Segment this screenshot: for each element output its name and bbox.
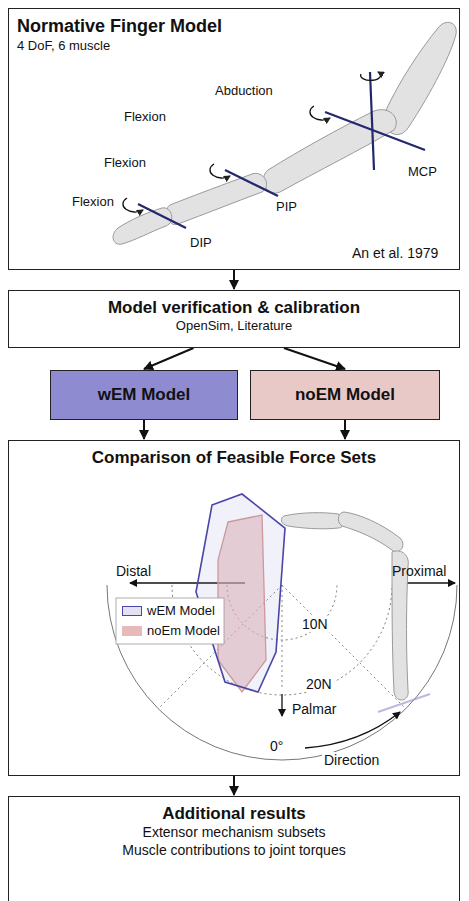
box-body: Extensor mechanism subsets: [17, 824, 451, 842]
flow-arrow: [344, 420, 346, 439]
plot-label: Distal: [116, 563, 151, 579]
box-body: Muscle contributions to joint torques: [17, 842, 451, 860]
process-box: Model verification & calibrationOpenSim,…: [8, 290, 460, 348]
plot-finger: [281, 512, 408, 700]
part-label: Abduction: [215, 84, 273, 99]
legend-text: wEM Model: [147, 603, 215, 618]
box-heading: Additional results: [17, 803, 451, 824]
box-heading: Model verification & calibration: [17, 297, 451, 318]
plot-label: Direction: [322, 752, 381, 768]
flow-arrow: [144, 348, 194, 369]
process-box: Additional resultsExtensor mechanism sub…: [8, 796, 460, 901]
plot-label: 10N: [300, 616, 330, 632]
flow-arrow: [284, 348, 345, 369]
box-heading: noEM Model: [259, 384, 431, 405]
flow-arrow: [143, 420, 145, 439]
process-box: Comparison of Feasible Force Sets: [8, 440, 460, 776]
part-label: PIP: [276, 200, 297, 215]
part-label: An et al. 1979: [352, 245, 438, 261]
box-heading: Comparison of Feasible Force Sets: [17, 447, 451, 468]
box-heading: wEM Model: [59, 384, 229, 405]
box-body: OpenSim, Literature: [17, 318, 451, 334]
part-label: DIP: [190, 236, 212, 251]
force-polygons: [196, 494, 285, 692]
box-body: 4 DoF, 6 muscle: [17, 38, 451, 54]
joint-axes: [138, 72, 425, 228]
plot-label: Palmar: [290, 701, 338, 717]
model-box: wEM Model: [50, 370, 238, 420]
box-heading: Normative Finger Model: [17, 15, 451, 38]
legend-swatch: [122, 606, 142, 616]
flow-arrow: [233, 270, 235, 289]
legend-frame: [116, 598, 224, 644]
rotation-arrows: [123, 72, 381, 212]
plot-label: 20N: [304, 676, 334, 692]
part-label: Flexion: [104, 156, 146, 171]
plot-label: Proximal: [392, 563, 446, 579]
part-label: Flexion: [72, 195, 114, 210]
process-box: Normative Finger Model4 DoF, 6 muscle: [8, 8, 460, 270]
plot-axis: [378, 694, 430, 712]
plot-label: 0°: [268, 738, 285, 754]
part-label: MCP: [408, 165, 437, 180]
part-label: Flexion: [124, 110, 166, 125]
flow-arrow: [233, 776, 235, 795]
legend-swatch: [122, 626, 142, 636]
model-box: noEM Model: [250, 370, 440, 420]
legend-text: noEm Model: [147, 623, 220, 638]
finger-bones: [113, 22, 456, 244]
